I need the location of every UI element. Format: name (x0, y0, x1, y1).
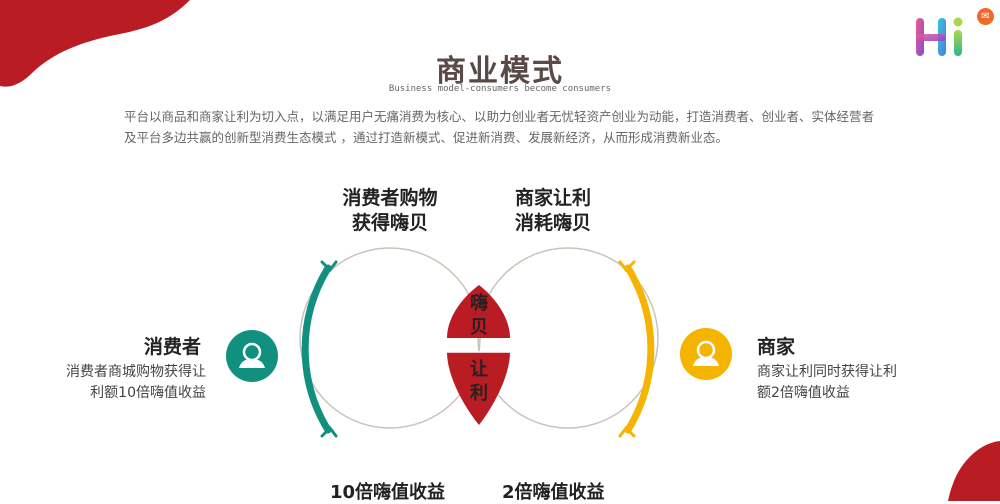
user-icon (680, 328, 732, 380)
notification-icon[interactable]: ✉ (977, 8, 994, 25)
description-line-1: 平台以商品和商家让利为切入点，以满足用户无痛消费为核心、以助力创业者无忧轻资产创… (124, 109, 875, 124)
label-2x-return: 2倍嗨值收益 (502, 482, 605, 503)
page-subtitle: Business model-consumers become consumer… (388, 84, 612, 94)
hi-logo (910, 12, 992, 62)
description-line-2: 及平台多边共赢的创新型消费生态模式 ，通过打造新模式、促进新消费、发展新经济，从… (124, 130, 728, 145)
label-merchant-discount: 商家让利 消耗嗨贝 (514, 187, 591, 234)
hi-logo-mark (916, 17, 963, 56)
lens-bottom-text: 让 利 (470, 359, 488, 404)
top-left-red-blob (0, 0, 190, 87)
bottom-right-red-blob (948, 441, 1000, 501)
page-title: 商业模式 (436, 54, 564, 89)
merchant-title: 商家 (757, 336, 796, 358)
description: 平台以商品和商家让利为切入点，以满足用户无痛消费为核心、以助力创业者无忧轻资产创… (124, 106, 884, 148)
consumer-text: 消费者商城购物获得让 利额10倍嗨值收益 (66, 364, 206, 401)
yellow-arc (624, 264, 655, 434)
consumer-title: 消费者 (144, 336, 202, 358)
lens-bottom (447, 352, 510, 425)
label-consumer-shopping: 消费者购物 获得嗨贝 (342, 187, 438, 234)
teal-arc (301, 264, 332, 434)
lens-top-text: 嗨 贝 (470, 293, 488, 338)
lens-top (447, 285, 510, 338)
merchant-text: 商家让利同时获得让利 额2倍嗨值收益 (757, 364, 897, 401)
label-10x-return: 10倍嗨值收益 (330, 482, 446, 503)
user-icon (226, 330, 278, 382)
